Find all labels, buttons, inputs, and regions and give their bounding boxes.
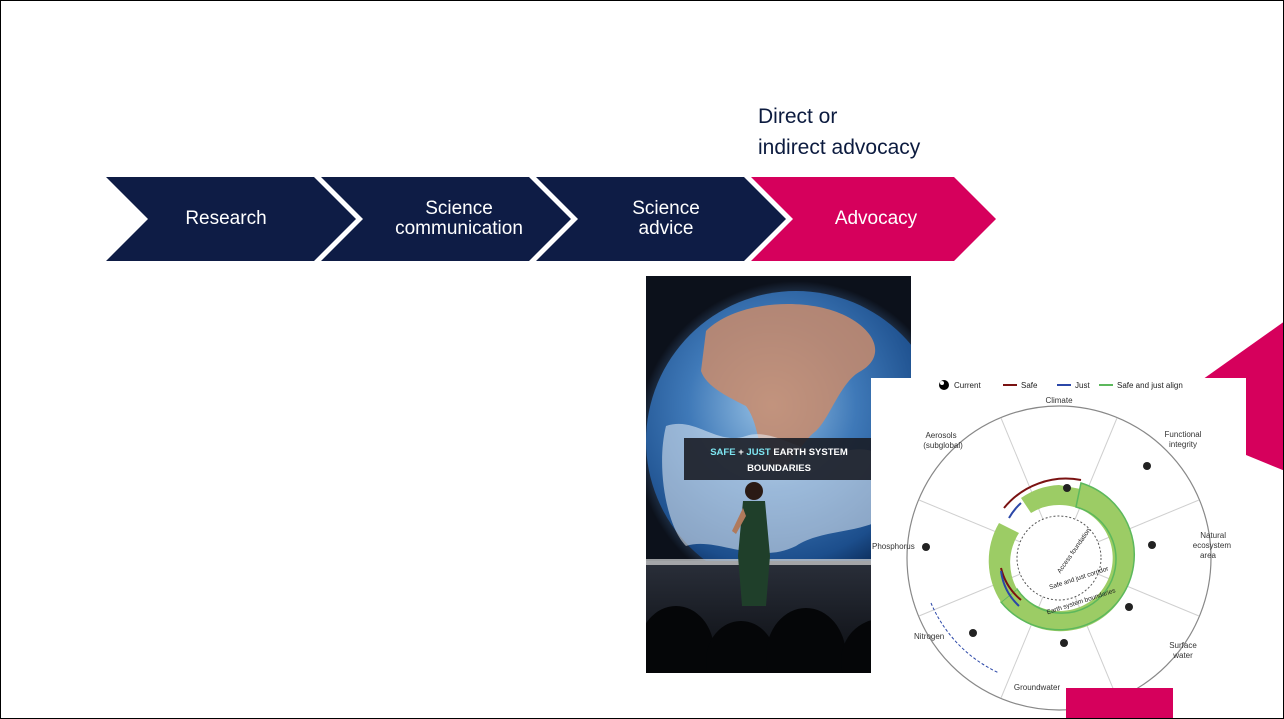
label-surface-water-1: Surface (1169, 641, 1197, 650)
label-nitrogen: Nitrogen (914, 632, 944, 641)
legend-safe-label: Safe (1021, 381, 1038, 390)
nitrogen-dashed-arc (930, 602, 1000, 674)
caption-word-just: JUST (746, 447, 770, 458)
legend-current-icon (939, 380, 949, 390)
audience-silhouette-2 (706, 621, 776, 673)
chevron-research-shape (106, 177, 356, 261)
safe-boundary-arc-2 (1000, 567, 1022, 601)
chevron-advocacy (751, 177, 996, 261)
speaker-head (745, 482, 763, 500)
chevron-science-advice (536, 177, 786, 261)
caption-word-earth-system: EARTH SYSTEM (773, 447, 848, 458)
legend-align-label: Safe and just align (1117, 381, 1183, 390)
label-functional-integrity-2: integrity (1169, 440, 1197, 449)
legend-current-icon-inner (940, 381, 944, 385)
chevron-science-communication-line-1: Science (425, 198, 493, 219)
chevron-label-advocacy: Advocacy (796, 177, 956, 261)
marker-groundwater (1060, 639, 1068, 647)
marker-functional-integrity (1143, 462, 1151, 470)
advocacy-heading: Direct or indirect advocacy (758, 101, 1018, 163)
speaker-body (738, 501, 770, 606)
label-natural-ecosystem-2: ecosystem (1193, 541, 1232, 550)
decorative-pink-block (1066, 688, 1173, 718)
chevron-label-science-advice: Science advice (586, 177, 746, 261)
chevron-science-advice-line-1: Science (632, 198, 700, 219)
chevron-science-communication-shape (321, 177, 571, 261)
marker-surface-water (1125, 603, 1133, 611)
marker-climate (1063, 484, 1071, 492)
speaker-photo: SAFE + JUST EARTH SYSTEM BOUNDARIES (646, 276, 911, 673)
chevron-label-research: Research (146, 177, 306, 261)
chevron-science-advice-line-2: advice (638, 218, 694, 239)
chevron-advocacy-shape (751, 177, 996, 261)
diagram-outer-ring (906, 405, 1212, 711)
marker-nitrogen (969, 629, 977, 637)
legend-current-label: Current (954, 381, 981, 390)
corridor-green-left (988, 523, 1019, 602)
chevron-science-communication-line-2: communication (395, 218, 523, 239)
current-markers (922, 462, 1156, 647)
earth-system-boundaries-diagram: Current Safe Just Safe and just align (871, 378, 1246, 718)
photo-stage-edge (646, 559, 911, 565)
label-functional-integrity-1: Functional (1165, 430, 1202, 439)
corridor-green-ring-fill (999, 482, 1135, 631)
marker-natural-ecosystem (1148, 541, 1156, 549)
diagram-legend: Current Safe Just Safe and just align (939, 380, 1183, 390)
chevron-research-text: Research (185, 208, 267, 229)
label-surface-water-2: water (1172, 651, 1193, 660)
photo-screen-caption-line2: BOUNDARIES (747, 463, 811, 474)
speaker-arm (732, 508, 746, 534)
caption-word-safe: SAFE (710, 447, 735, 458)
just-boundary-arc-2 (1008, 502, 1022, 519)
label-groundwater: Groundwater (1014, 683, 1061, 692)
marker-phosphorus (922, 543, 930, 551)
audience-silhouette-1 (646, 606, 714, 673)
just-boundary-arc (1000, 570, 1020, 607)
domain-labels: Climate Functional integrity Natural eco… (872, 396, 1231, 692)
chevron-research (106, 177, 356, 261)
label-natural-ecosystem-1: Natural (1200, 531, 1226, 540)
legend-just-label: Just (1075, 381, 1090, 390)
chevron-label-science-communication: Science communication (369, 177, 549, 261)
label-natural-ecosystem-3: area (1200, 551, 1217, 560)
safe-boundary-arc (1003, 477, 1082, 509)
label-aerosols-2: (subglobal) (923, 441, 963, 450)
photo-screen-caption-line1: SAFE + JUST EARTH SYSTEM (710, 447, 848, 458)
heading-line-1: Direct or (758, 105, 838, 128)
photo-screen-caption-bg (684, 438, 874, 480)
earth-continent (701, 304, 876, 468)
heading-line-2: indirect advocacy (758, 136, 921, 159)
caption-word-plus: + (738, 447, 744, 458)
chevron-science-advice-shape (536, 177, 786, 261)
chevron-advocacy-text: Advocacy (834, 208, 918, 229)
label-phosphorus: Phosphorus (872, 542, 915, 551)
chevron-science-communication (321, 177, 571, 261)
label-aerosols-1: Aerosols (925, 431, 956, 440)
access-foundation-core (1016, 515, 1102, 601)
audience-silhouette-3 (766, 608, 846, 673)
label-climate: Climate (1045, 396, 1073, 405)
